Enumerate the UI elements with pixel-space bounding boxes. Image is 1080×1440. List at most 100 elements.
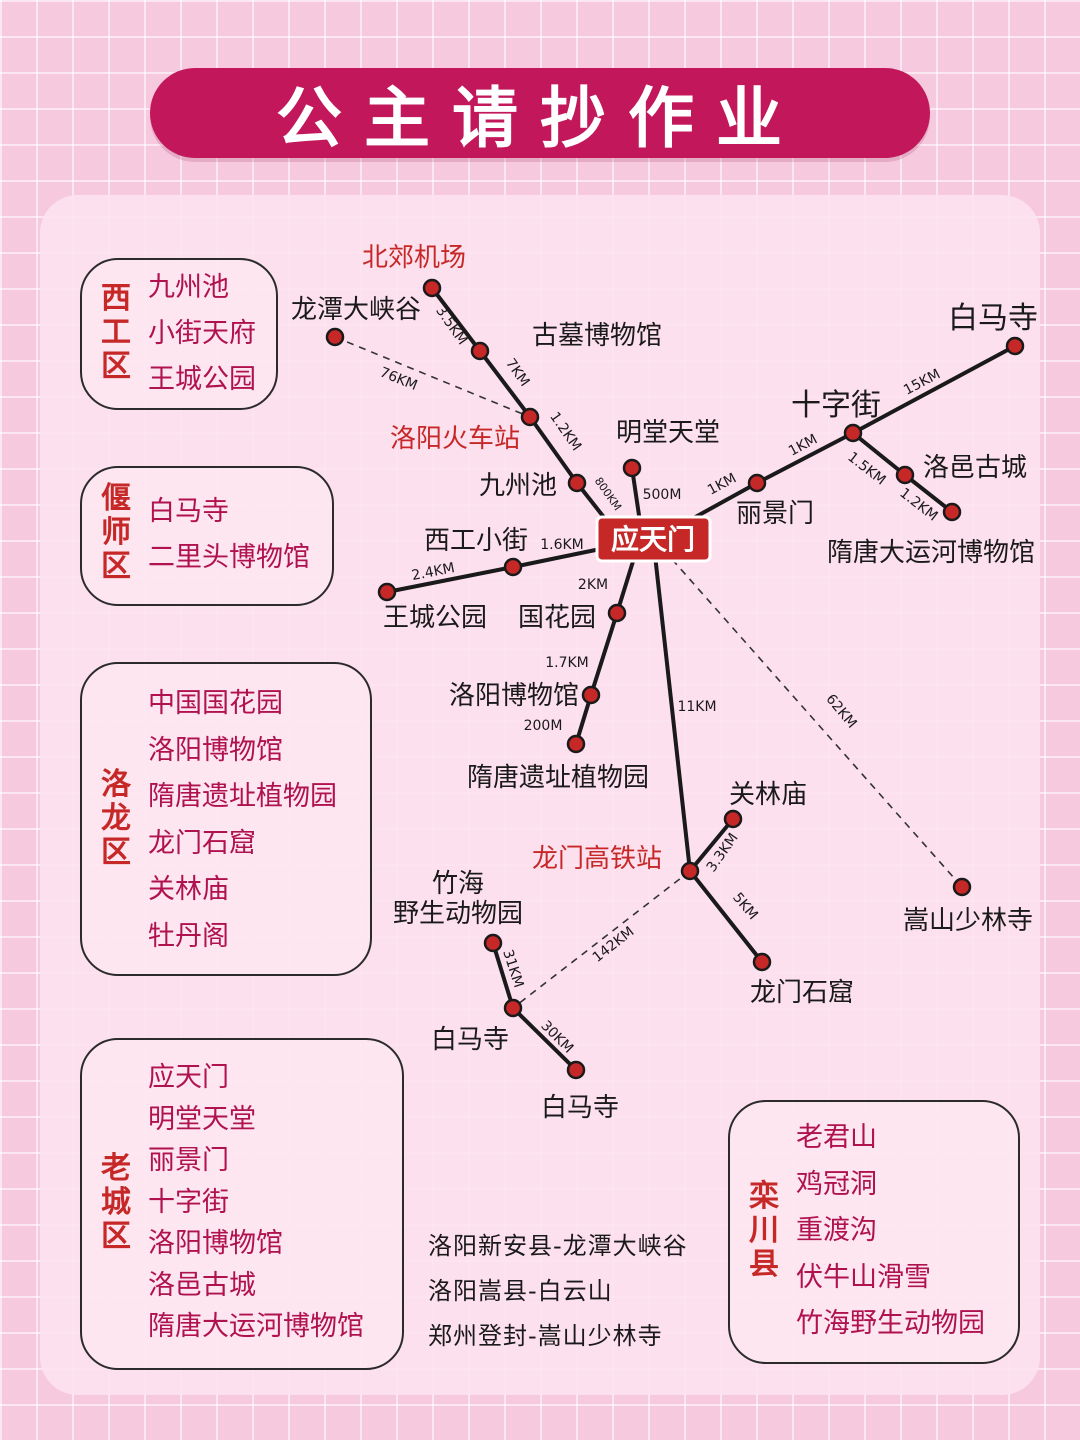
remote-destination: 洛阳嵩县-白云山 bbox=[428, 1277, 613, 1305]
district-items: 应天门 明堂天堂 丽景门 十字街 洛阳博物馆 洛邑古城 隋唐大运河博物馆 bbox=[148, 1058, 364, 1349]
district-item: 王城公园 bbox=[148, 364, 256, 395]
district-item: 应天门 bbox=[148, 1062, 229, 1093]
district-box-yanshi: 偃师区 白马寺 二里头博物馆 bbox=[80, 466, 334, 606]
district-item: 重渡沟 bbox=[796, 1215, 877, 1246]
route-gt-shiku bbox=[688, 869, 764, 964]
distance-label: 200M bbox=[524, 718, 563, 734]
station-dot-lijingmen bbox=[747, 473, 767, 493]
station-dot-guanlin bbox=[723, 809, 743, 829]
district-name: 老城区 bbox=[101, 1151, 131, 1254]
route-zhuhai-baima bbox=[491, 941, 515, 1010]
station-dot-baima-low bbox=[566, 1060, 586, 1080]
distance-label: 500M bbox=[643, 487, 682, 503]
district-item: 中国国花园 bbox=[148, 688, 283, 719]
district-item: 二里头博物馆 bbox=[148, 542, 310, 573]
district-item: 鸡冠洞 bbox=[796, 1168, 877, 1200]
district-item: 龙门石窟 bbox=[148, 827, 256, 859]
district-item: 竹海野生动物园 bbox=[796, 1308, 985, 1339]
station-dot-zhuhai bbox=[483, 933, 503, 953]
station-label-zhuhai-1: 竹海 bbox=[432, 869, 484, 899]
station-label-huochezhan: 洛阳火车站 bbox=[390, 424, 520, 454]
district-item: 白马寺 bbox=[148, 496, 229, 527]
station-label-zhuhai-2: 野生动物园 bbox=[393, 899, 523, 929]
district-name: 偃师区 bbox=[101, 481, 131, 584]
station-dot-airport bbox=[422, 278, 442, 298]
district-item: 伏牛山滑雪 bbox=[796, 1261, 931, 1293]
route-xigong-wangcheng bbox=[385, 565, 515, 594]
station-label-yunhe: 隋唐大运河博物馆 bbox=[827, 538, 1035, 568]
district-item: 丽景门 bbox=[148, 1145, 229, 1176]
station-dot-guohua bbox=[607, 603, 627, 623]
title-banner: 公主请抄作业 bbox=[150, 68, 930, 158]
station-label-lijingmen: 丽景门 bbox=[736, 499, 814, 529]
district-box-xigong: 西工区 九州池 小街天府 王城公园 bbox=[80, 258, 278, 410]
district-item: 洛阳博物馆 bbox=[148, 1228, 283, 1259]
hub-label: 应天门 bbox=[611, 523, 695, 556]
station-dot-xigong bbox=[503, 557, 523, 577]
station-dot-longmen-gt bbox=[680, 861, 700, 881]
district-name: 栾川县 bbox=[749, 1179, 779, 1282]
route-hub-xigong bbox=[511, 545, 612, 569]
remote-destination: 洛阳新安县-龙潭大峡谷 bbox=[428, 1232, 688, 1260]
district-name: 洛龙区 bbox=[101, 767, 131, 870]
distance-label: 11KM bbox=[677, 699, 716, 715]
station-dot-luoyi bbox=[895, 465, 915, 485]
distance-label: 31KM bbox=[499, 948, 526, 990]
district-items: 白马寺 二里头博物馆 bbox=[148, 490, 310, 582]
route-hub-guohua bbox=[615, 553, 637, 615]
remote-destinations-list: 洛阳新安县-龙潭大峡谷 洛阳嵩县-白云山 郑州登封-嵩山少林寺 bbox=[428, 1228, 688, 1363]
district-item: 明堂天堂 bbox=[148, 1103, 256, 1135]
district-item: 老君山 bbox=[796, 1122, 877, 1153]
route-luoyi-yunhe bbox=[903, 473, 954, 514]
route-guohua-bowu bbox=[589, 611, 619, 697]
distance-label: 1.6KM bbox=[540, 537, 584, 553]
route-gumu-station bbox=[478, 349, 532, 419]
station-label-luoyi: 洛邑古城 bbox=[923, 453, 1027, 483]
station-label-mingtang: 明堂天堂 bbox=[616, 418, 720, 448]
district-item: 十字街 bbox=[148, 1186, 229, 1218]
station-label-baima-mid: 白马寺 bbox=[431, 1025, 509, 1055]
station-label-baima-ne: 白马寺 bbox=[948, 301, 1038, 336]
route-airport-gumu bbox=[430, 286, 482, 353]
station-dot-shizijie bbox=[843, 423, 863, 443]
district-name: 西工区 bbox=[101, 281, 131, 384]
route-hub-longmen bbox=[653, 553, 692, 873]
district-item: 九州池 bbox=[148, 272, 229, 303]
distance-label: 2KM bbox=[578, 577, 608, 593]
station-dot-huochezhan bbox=[520, 407, 540, 427]
district-box-luanchuan: 栾川县 老君山 鸡冠洞 重渡沟 伏牛山滑雪 竹海野生动物园 bbox=[728, 1100, 1020, 1364]
district-item: 隋唐遗址植物园 bbox=[148, 781, 337, 812]
station-label-baima-low: 白马寺 bbox=[541, 1093, 619, 1123]
district-item: 小街天府 bbox=[148, 318, 256, 349]
station-label-wangcheng: 王城公园 bbox=[383, 603, 487, 633]
station-dot-bowuguan bbox=[581, 685, 601, 705]
station-label-longmen-gt: 龙门高铁站 bbox=[532, 844, 662, 874]
route-shizi-luoyi bbox=[851, 431, 907, 477]
station-dot-baima-ne bbox=[1005, 336, 1025, 356]
station-label-bowuguan: 洛阳博物馆 bbox=[449, 681, 579, 711]
station-dot-yunhe bbox=[942, 502, 962, 522]
station-dot-jiuzhouchi bbox=[567, 473, 587, 493]
distance-label: 62KM bbox=[822, 691, 859, 731]
district-item: 关林庙 bbox=[148, 874, 229, 905]
route-baima-baima bbox=[511, 1006, 578, 1072]
station-label-airport: 北郊机场 bbox=[362, 243, 466, 273]
station-label-xigong: 西工小街 bbox=[424, 526, 528, 556]
station-label-songshan: 嵩山少林寺 bbox=[903, 906, 1033, 936]
station-label-shizijie: 十字街 bbox=[791, 388, 881, 423]
distance-label: 1.7KM bbox=[545, 655, 589, 671]
station-dot-wangcheng bbox=[377, 582, 397, 602]
hub-box bbox=[595, 515, 712, 563]
distance-label: 5KM bbox=[729, 890, 761, 923]
remote-destination: 郑州登封-嵩山少林寺 bbox=[428, 1322, 663, 1350]
district-items: 九州池 小街天府 王城公园 bbox=[148, 268, 256, 406]
district-item: 隋唐大运河博物馆 bbox=[148, 1311, 364, 1342]
station-dot-yizhi bbox=[566, 734, 586, 754]
station-label-jiuzhouchi: 九州池 bbox=[479, 471, 557, 501]
district-box-luolong: 洛龙区 中国国花园 洛阳博物馆 隋唐遗址植物园 龙门石窟 关林庙 牡丹阁 bbox=[80, 662, 372, 976]
route-station-jiuzhou bbox=[528, 415, 579, 485]
station-dot-baima-mid bbox=[503, 998, 523, 1018]
district-item: 牡丹阁 bbox=[148, 920, 229, 952]
station-dot-mingtang bbox=[622, 458, 642, 478]
station-label-guanlin: 关林庙 bbox=[729, 780, 807, 810]
